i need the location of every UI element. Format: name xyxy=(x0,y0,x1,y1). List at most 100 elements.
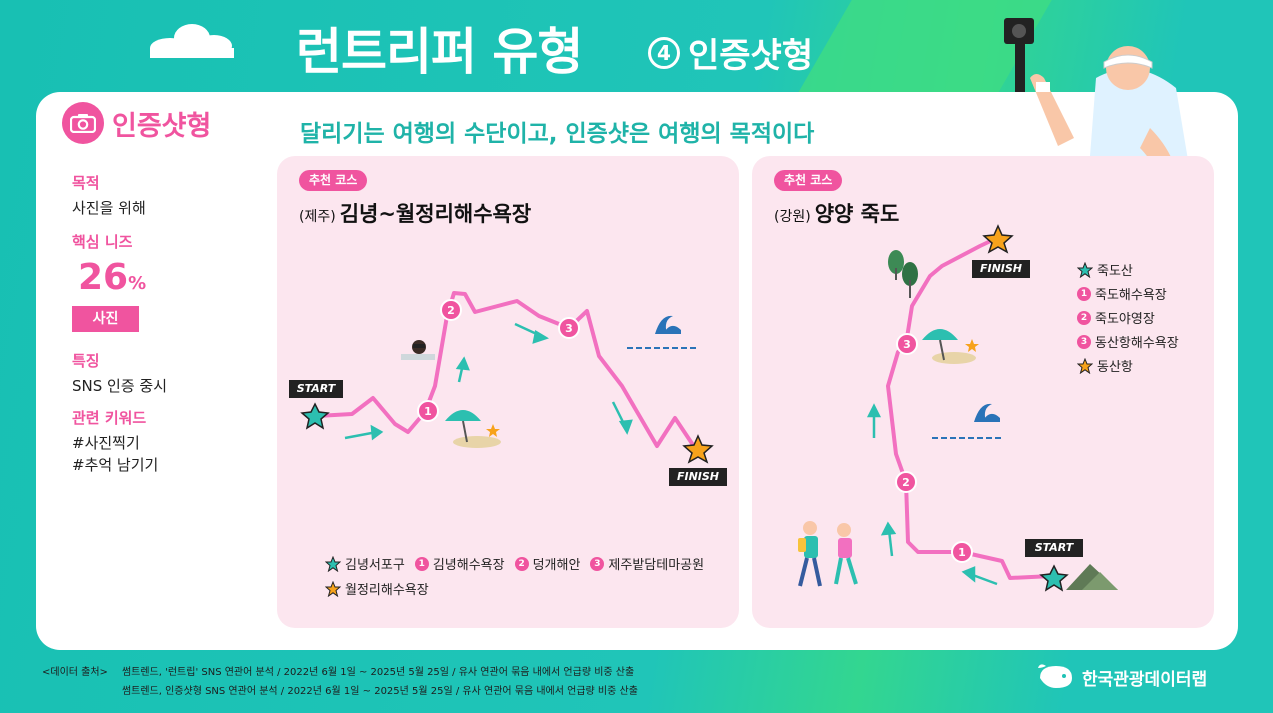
wave-icon xyxy=(627,315,697,349)
keywords-title: 관련 키워드 xyxy=(72,409,147,427)
waypoint-2 xyxy=(895,471,917,493)
svg-text:2: 2 xyxy=(447,304,455,317)
legend-item: 2 죽도야영장 xyxy=(1077,308,1179,327)
start-star-icon xyxy=(300,402,330,430)
tree-icon xyxy=(888,250,918,298)
legend-start: 김녕서포구 xyxy=(345,558,405,573)
course-title: (강원)양양 죽도 xyxy=(774,198,899,228)
purpose-title: 목적 xyxy=(72,174,100,192)
start-star-icon xyxy=(1039,564,1069,592)
legend-point-3: 제주밭담테마공원 xyxy=(608,558,705,573)
finish-label: FINISH xyxy=(676,470,720,483)
keyword-1: #사진찍기 xyxy=(72,434,140,452)
type-info: 목적 사진을 위해 핵심 니즈 26% 사진 특징 SNS 인증 중시 관련 키… xyxy=(72,172,252,476)
source-line-2: 썸트렌드, 인증샷형 SNS 연관어 분석 / 2022년 6월 1일 ~ 20… xyxy=(121,686,638,697)
legend-item: 동산항 xyxy=(1077,356,1179,375)
legend-item: 월정리해수욕장 xyxy=(325,579,429,598)
legend-finish: 동산항 xyxy=(1097,360,1133,375)
finish-star-icon xyxy=(982,224,1014,254)
legend-point-2: 덩개해안 xyxy=(532,558,581,573)
svg-text:3: 3 xyxy=(903,338,911,351)
svg-text:3: 3 xyxy=(565,322,573,335)
feature-title: 특징 xyxy=(72,352,100,370)
course-card-jeju: 1 2 3 추천 xyxy=(277,156,739,628)
needs-percent-value: 26 xyxy=(78,257,129,298)
legend-item: 3 동산항해수욕장 xyxy=(1077,332,1179,351)
number-2-icon: 2 xyxy=(514,556,529,571)
category-label: 인증샷형 xyxy=(112,110,212,142)
data-source: <데이터 출처> 썸트렌드, '런트립' SNS 연관어 분석 / 2022년 … xyxy=(42,663,638,701)
keyword-2: #추억 남기기 xyxy=(72,456,159,474)
legend-finish: 월정리해수욕장 xyxy=(345,583,429,598)
finish-label: FINISH xyxy=(979,262,1023,275)
tagline: 달리기는 여행의 수단이고, 인증샷은 여행의 목적이다 xyxy=(300,121,815,147)
category-badge: 인증샷형 xyxy=(62,102,211,144)
course-legend: 죽도산 1 죽도해수욕장 2 죽도야영장 3 동산항해수욕장 동산항 xyxy=(1077,260,1179,375)
svg-text:2: 2 xyxy=(902,476,910,489)
course-name: 양양 죽도 xyxy=(814,202,900,226)
svg-text:1: 1 xyxy=(958,546,966,559)
teal-star-icon xyxy=(1077,261,1093,278)
teal-star-icon xyxy=(325,555,341,572)
needs-percent-unit: % xyxy=(128,273,147,294)
waypoint-1 xyxy=(951,541,973,563)
legend-point-1: 죽도해수욕장 xyxy=(1095,288,1167,303)
type-name: 인증샷형 xyxy=(688,36,814,76)
legend-item: 김녕서포구 xyxy=(325,554,405,573)
legend-item: 죽도산 xyxy=(1077,260,1179,279)
legend-start: 죽도산 xyxy=(1097,264,1133,279)
waypoint-2 xyxy=(440,299,462,321)
camera-icon xyxy=(62,102,104,144)
finish-star-icon xyxy=(682,434,714,464)
course-region: (제주) xyxy=(299,209,336,225)
waypoint-1 xyxy=(417,400,439,422)
svg-text:1: 1 xyxy=(424,405,432,418)
source-line-1: 썸트렌드, '런트립' SNS 연관어 분석 / 2022년 6월 1일 ~ 2… xyxy=(121,667,635,678)
diver-icon xyxy=(401,340,435,360)
number-2-icon: 2 xyxy=(1077,310,1091,325)
type-number: 4 xyxy=(648,36,680,69)
needs-title: 핵심 니즈 xyxy=(72,233,133,251)
waypoint-3 xyxy=(896,333,918,355)
course-pill: 추천 코스 xyxy=(299,170,368,191)
needs-tag: 사진 xyxy=(72,306,139,332)
brand-name: 한국관광데이터랩 xyxy=(1082,669,1208,690)
hikers-illustration xyxy=(798,521,858,587)
cloud-icon xyxy=(150,24,234,58)
page-title: 런트리퍼 유형 xyxy=(296,23,583,81)
whale-logo-icon xyxy=(1038,664,1072,688)
course-card-yangyang: 1 2 3 xyxy=(752,156,1214,628)
waypoint-3 xyxy=(558,317,580,339)
number-3-icon: 3 xyxy=(1077,334,1091,349)
purpose-value: 사진을 위해 xyxy=(72,199,146,217)
number-1-icon: 1 xyxy=(1077,286,1091,301)
course-pill: 추천 코스 xyxy=(774,170,843,191)
orange-star-icon xyxy=(1077,357,1093,374)
feature-value: SNS 인증 중시 xyxy=(72,377,168,395)
start-label: START xyxy=(296,382,336,395)
page-subtitle: 4 인증샷형 xyxy=(648,28,813,77)
start-label: START xyxy=(1034,541,1074,554)
brand-logo: 한국관광데이터랩 xyxy=(1036,662,1207,692)
needs-percent: 26% xyxy=(78,256,252,306)
course-map-yangyang: 1 2 3 xyxy=(798,224,1118,592)
beach-umbrella-icon xyxy=(922,329,979,364)
orange-star-icon xyxy=(325,580,341,597)
course-name: 김녕~월정리해수욕장 xyxy=(339,202,532,226)
legend-point-3: 동산항해수욕장 xyxy=(1095,336,1179,351)
mountain-icon xyxy=(1066,564,1118,590)
course-map-jeju: 1 2 3 xyxy=(289,291,727,486)
course-title: (제주)김녕~월정리해수욕장 xyxy=(299,198,531,228)
source-label: <데이터 출처> xyxy=(42,667,108,678)
wave-icon xyxy=(932,403,1002,439)
beach-umbrella-icon xyxy=(445,410,501,448)
legend-point-2: 죽도야영장 xyxy=(1095,312,1155,327)
number-3-icon: 3 xyxy=(590,556,605,571)
legend-point-1: 김녕해수욕장 xyxy=(432,558,505,573)
number-1-icon: 1 xyxy=(414,556,429,571)
legend-item: 1 죽도해수욕장 xyxy=(1077,284,1179,303)
